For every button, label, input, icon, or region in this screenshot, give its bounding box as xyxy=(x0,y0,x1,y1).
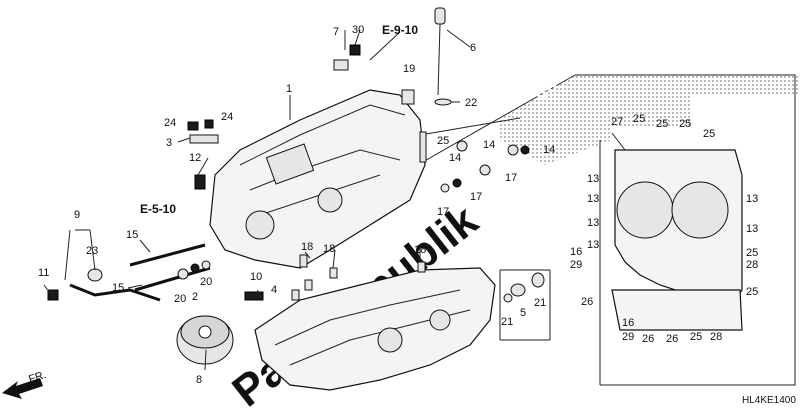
callout-5: 5 xyxy=(520,307,526,319)
callout-21-left: 21 xyxy=(501,316,513,328)
callout-13-d: 13 xyxy=(587,217,599,229)
callout-17-left: 17 xyxy=(437,206,449,218)
oil-filter xyxy=(176,315,234,365)
callout-13-b: 13 xyxy=(746,193,758,205)
callout-29-lower: 29 xyxy=(622,331,634,343)
callout-27: 27 xyxy=(611,116,623,128)
o-ring-22 xyxy=(434,98,452,106)
callout-21-right: 21 xyxy=(534,297,546,309)
callout-18-mid: 18 xyxy=(323,243,335,255)
callout-23: 23 xyxy=(86,245,98,257)
callout-26-mid: 26 xyxy=(642,333,654,345)
callout-9: 9 xyxy=(74,209,80,221)
callout-18-left: 18 xyxy=(301,241,313,253)
callout-14-right: 14 xyxy=(543,144,555,156)
callout-8: 8 xyxy=(196,374,202,386)
cylinder-bore-1 xyxy=(616,181,674,239)
lower-crankcase-bore-2 xyxy=(429,309,451,331)
callout-17-mid: 17 xyxy=(470,191,482,203)
lower-crankcase xyxy=(254,267,496,391)
oil-pipe xyxy=(69,283,161,302)
callout-3: 3 xyxy=(166,137,172,149)
callout-13-f: 13 xyxy=(587,239,599,251)
callout-11: 11 xyxy=(38,267,49,279)
small-hardware xyxy=(47,44,545,303)
callout-10: 10 xyxy=(250,271,262,283)
diagram-code: HL4KE1400 xyxy=(742,395,796,406)
upper-crankcase-pocket xyxy=(265,143,315,185)
reference-e-9-10: E-9-10 xyxy=(382,23,418,37)
right-view-frame xyxy=(575,74,796,386)
upper-crankcase-bore xyxy=(245,210,275,240)
crankcase-face-lower xyxy=(611,289,743,331)
stud-bolt-15b xyxy=(134,266,211,292)
callout-18-right: 18 xyxy=(414,244,426,256)
callout-13-a: 13 xyxy=(587,173,599,185)
front-direction-arrow-icon xyxy=(2,378,43,399)
callout-25-top-mid: 25 xyxy=(656,118,668,130)
callout-1: 1 xyxy=(286,83,292,95)
callout-16-lower: 16 xyxy=(622,317,634,329)
callout-24-left: 24 xyxy=(164,117,176,129)
callout-19: 19 xyxy=(403,63,415,75)
callout-29-upper: 29 xyxy=(570,259,582,271)
dotted-background-region xyxy=(500,75,800,165)
callout-6: 6 xyxy=(470,42,476,54)
stud-bolt-15a xyxy=(129,243,206,267)
callout-16-upper: 16 xyxy=(570,246,582,258)
callout-17-right: 17 xyxy=(505,172,517,184)
callout-25-bottom: 25 xyxy=(690,331,702,343)
callout-13-e: 13 xyxy=(746,223,758,235)
callout-numbers: 7 30 6 1 19 22 24 24 3 12 25 14 14 14 17… xyxy=(38,24,758,386)
callout-30: 30 xyxy=(352,24,364,36)
callout-15-upper: 15 xyxy=(126,229,138,241)
callout-20-left: 20 xyxy=(174,293,186,305)
callout-20-right: 20 xyxy=(200,276,212,288)
callout-25-top-right: 25 xyxy=(679,118,691,130)
callout-14-mid: 14 xyxy=(483,139,495,151)
callout-14-left: 14 xyxy=(449,152,461,164)
callout-25-right: 25 xyxy=(746,247,758,259)
reference-e-5-10: E-5-10 xyxy=(140,202,176,216)
callout-26-right: 26 xyxy=(666,333,678,345)
callout-4: 4 xyxy=(271,284,277,296)
direction-label: FR. xyxy=(27,369,48,386)
callout-2: 2 xyxy=(192,291,198,303)
callout-28-right: 28 xyxy=(746,259,758,271)
callout-12: 12 xyxy=(189,152,201,164)
upper-crankcase xyxy=(209,89,426,269)
callout-25-top-far: 25 xyxy=(703,128,715,140)
callout-25-lower-right: 25 xyxy=(746,286,758,298)
callout-26-left: 26 xyxy=(581,296,593,308)
callout-28-bottom: 28 xyxy=(710,331,722,343)
callout-25-top-left: 25 xyxy=(633,113,645,125)
callout-24-right: 24 xyxy=(221,111,233,123)
callout-15-lower: 15 xyxy=(112,282,124,294)
o-ring-23 xyxy=(87,268,103,282)
callout-13-c: 13 xyxy=(587,193,599,205)
gear-icon xyxy=(533,76,557,100)
dipstick xyxy=(434,7,446,96)
cylinder-bore-2 xyxy=(671,181,729,239)
leader-lines xyxy=(43,29,626,371)
leader-frame-mid xyxy=(419,117,521,136)
callout-25-upper: 25 xyxy=(437,135,449,147)
leader-frame-top xyxy=(399,74,576,176)
callout-22: 22 xyxy=(465,97,477,109)
lower-crankcase-bore xyxy=(377,327,403,353)
callout-7: 7 xyxy=(333,26,339,38)
upper-crankcase-bore-2 xyxy=(317,187,343,213)
